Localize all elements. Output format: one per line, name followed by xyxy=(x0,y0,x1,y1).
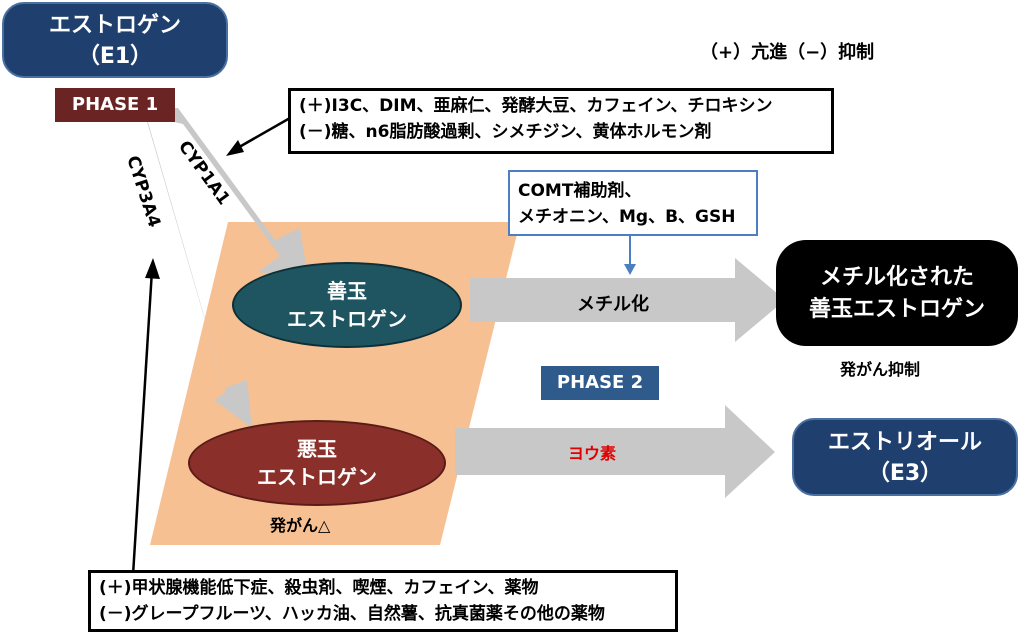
estrogen-e1-title: エストロゲン xyxy=(48,13,181,38)
modulators-box-bottom: (＋)甲状腺機能低下症、殺虫剤、喫煙、カフェイン、薬物 (－)グレープフルーツ、… xyxy=(88,570,678,632)
top-box-line2: (－)糖、n6脂肪酸過剰、シメチジン、黄体ホルモン剤 xyxy=(299,122,712,142)
cyp3a4-label: CYP3A4 xyxy=(122,153,164,230)
phase1-label: PHASE 1 xyxy=(55,88,175,122)
estriol-e3-node: エストリオール （E3） xyxy=(792,418,1018,496)
bottom-box-line1: (＋)甲状腺機能低下症、殺虫剤、喫煙、カフェイン、薬物 xyxy=(99,578,539,598)
comt-line2: メチオニン、Mg、B、GSH xyxy=(518,207,736,227)
methylation-label: メチル化 xyxy=(577,294,649,315)
bottom-box-pointer xyxy=(131,269,154,576)
cyp3a4-arrow xyxy=(100,112,252,428)
iodine-label: ヨウ素 xyxy=(568,444,617,463)
estrogen-e1-code: （E1） xyxy=(77,44,153,69)
top-box-pointer-head xyxy=(226,140,244,156)
cancer-suppression-label: 発がん抑制 xyxy=(840,360,921,379)
good-estrogen-title: 善玉 xyxy=(327,279,367,303)
upregulators-box-phase1: (＋)I3C、DIM、亜麻仁、発酵大豆、カフェイン、チロキシン (－)糖、n6脂… xyxy=(288,88,834,154)
bad-estrogen-sub: エストロゲン xyxy=(257,465,377,489)
comt-box: COMT補助剤、 メチオニン、Mg、B、GSH xyxy=(508,170,758,236)
estriol-code: （E3） xyxy=(867,461,943,486)
legend-text: （+）亢進（−）抑制 xyxy=(700,42,875,63)
comt-line1: COMT補助剤、 xyxy=(518,181,642,201)
iodine-arrow xyxy=(455,405,775,498)
estriol-title: エストリオール xyxy=(827,430,982,455)
bad-estrogen-node: 悪玉 エストロゲン xyxy=(188,420,446,506)
methylated-line1: メチル化された xyxy=(819,265,974,290)
methylated-line2: 善玉エストロゲン xyxy=(808,297,985,322)
bottom-box-line2: (－)グレープフルーツ、ハッカ油、自然薯、抗真菌薬その他の薬物 xyxy=(99,604,605,624)
top-box-pointer xyxy=(233,116,291,152)
top-box-line1: (＋)I3C、DIM、亜麻仁、発酵大豆、カフェイン、チロキシン xyxy=(299,96,773,116)
estrogen-e1-node: エストロゲン （E1） xyxy=(2,2,228,78)
phase2-label: PHASE 2 xyxy=(541,366,659,400)
good-estrogen-sub: エストロゲン xyxy=(287,307,407,331)
comt-pointer-head xyxy=(624,264,636,275)
methylation-arrow xyxy=(470,258,785,342)
cancer-triangle-label: 発がん△ xyxy=(270,516,331,535)
cyp1a1-arrow xyxy=(112,108,308,278)
bad-estrogen-title: 悪玉 xyxy=(297,437,337,461)
bottom-box-pointer-head xyxy=(145,258,160,279)
good-estrogen-node: 善玉 エストロゲン xyxy=(232,262,462,348)
methylated-estrogen-node: メチル化された 善玉エストロゲン xyxy=(776,240,1018,346)
